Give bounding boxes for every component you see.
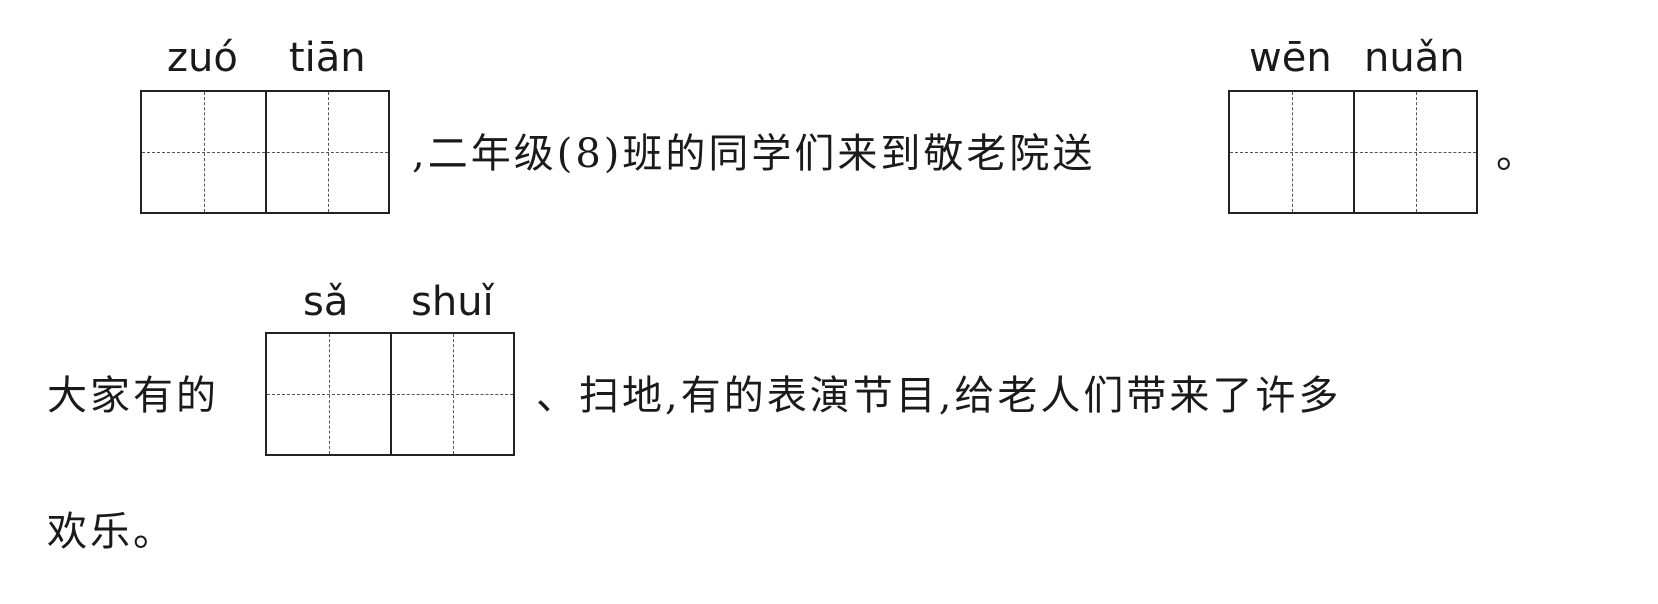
pinyin-tian: tiān <box>289 35 366 81</box>
pinyin-shui: shuǐ <box>411 279 494 325</box>
pinyin-sa: sǎ <box>303 279 349 325</box>
writing-cell[interactable] <box>265 92 388 212</box>
sentence-end-period: 。 <box>1496 131 1539 177</box>
writing-box-sashui[interactable] <box>265 332 515 456</box>
pinyin-zuo: zuó <box>167 35 238 81</box>
pinyin-wen: wēn <box>1249 35 1332 81</box>
writing-box-wennuan[interactable] <box>1228 90 1478 214</box>
sentence-part-2: 大家有的 <box>47 373 219 419</box>
writing-box-zuotian[interactable] <box>140 90 390 214</box>
sentence-part-1: ,二年级(8)班的同学们来到敬老院送 <box>412 131 1096 177</box>
writing-cell[interactable] <box>267 334 390 454</box>
writing-cell[interactable] <box>390 334 513 454</box>
writing-cell[interactable] <box>1353 92 1476 212</box>
pinyin-nuan: nuǎn <box>1364 35 1465 81</box>
writing-cell[interactable] <box>142 92 265 212</box>
writing-cell[interactable] <box>1230 92 1353 212</box>
sentence-part-3: 、扫地,有的表演节目,给老人们带来了许多 <box>536 373 1342 419</box>
sentence-part-4: 欢乐。 <box>47 509 176 555</box>
